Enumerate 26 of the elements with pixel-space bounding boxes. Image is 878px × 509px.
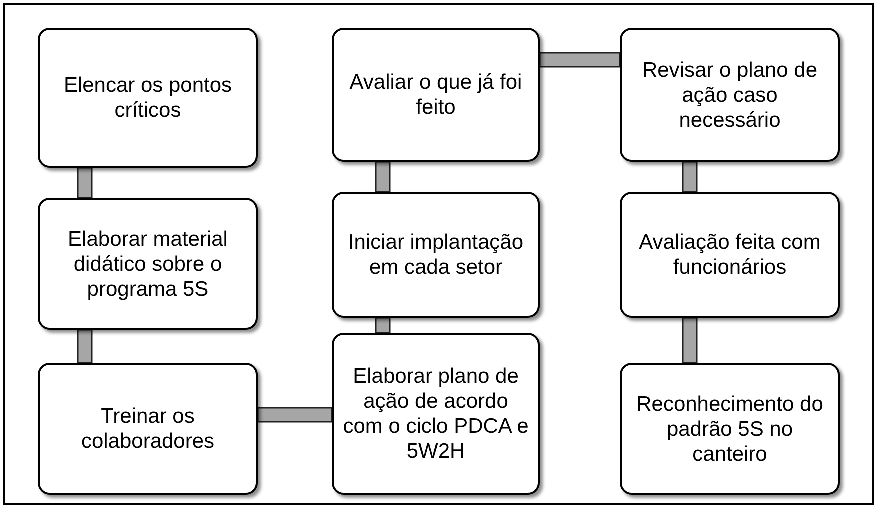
step-text: Elaborar material didático sobre o programa 5S [67,226,229,302]
step-text: Elaborar plano de ação de acordo com o ciclo PDCA e 5W2H [342,364,530,464]
process-box [332,192,540,318]
process-box [38,28,258,168]
process-box [620,192,840,318]
step-text: Elencar os pontos críticos [62,73,234,123]
connector-bar [257,407,333,423]
connector-bar [375,161,391,193]
step-text: Revisar o plano de ação caso necessário [641,58,819,132]
connector-bar [77,329,93,364]
connector-bar [682,161,698,193]
process-box [332,333,540,495]
process-box [38,363,258,495]
step-text: Avaliar o que já foi feito [348,70,524,120]
connector-bar [539,52,621,68]
process-box [620,28,840,162]
step-text: Iniciar implantação em cada setor [347,230,525,280]
step-text: Treinar os colaboradores [80,404,216,454]
process-box [332,28,540,162]
connector-bar [375,317,391,334]
step-text: Avaliação feita com funcionários [638,230,822,280]
step-text: Reconhecimento do padrão 5S no canteiro [636,392,824,466]
process-box [620,363,840,495]
process-box [38,198,258,330]
connector-bar [682,317,698,364]
connector-bar [77,167,93,199]
